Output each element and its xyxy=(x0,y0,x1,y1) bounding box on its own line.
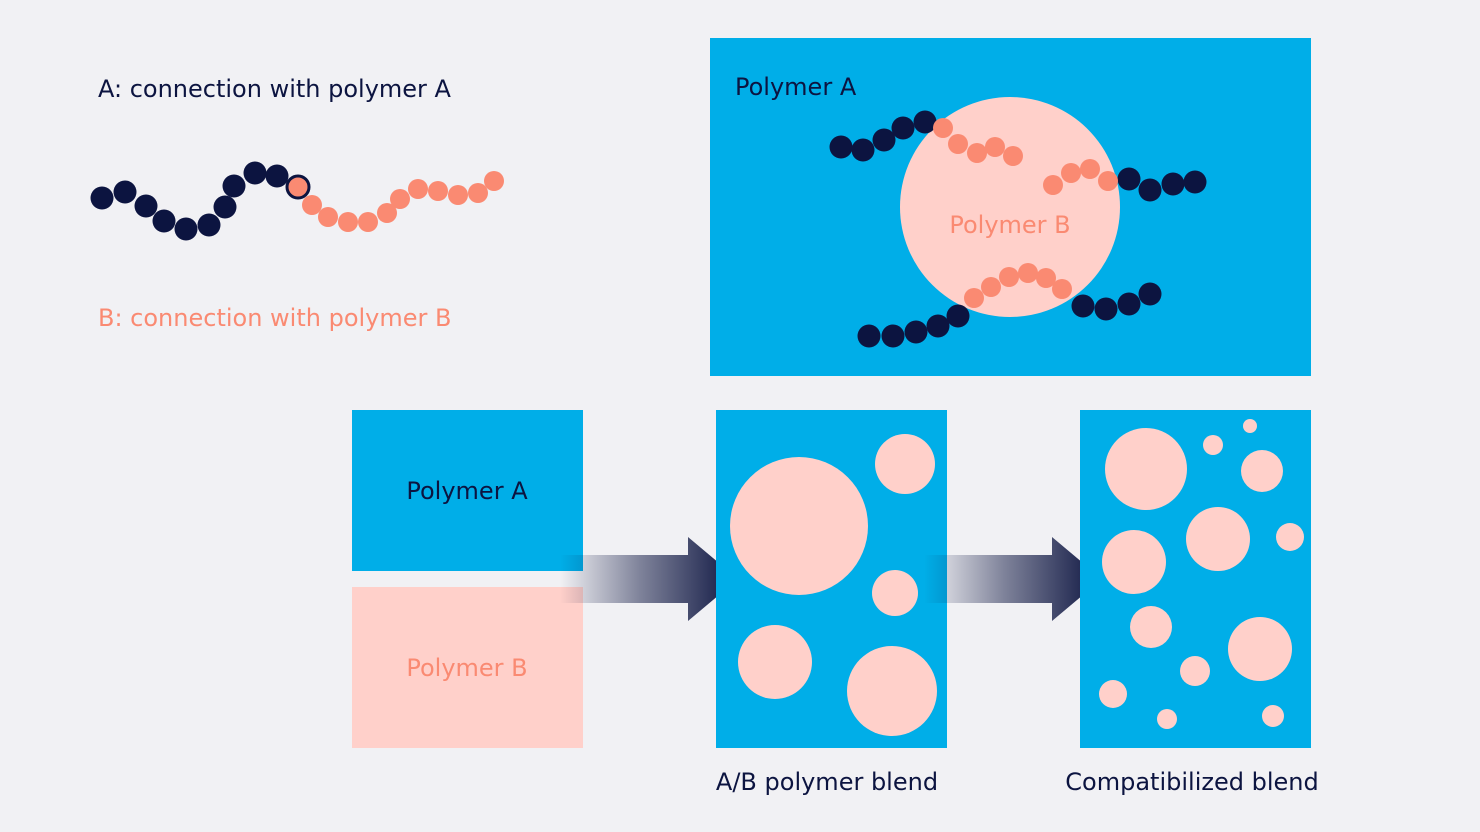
step3-droplets xyxy=(1099,419,1304,729)
monomer-b-bead xyxy=(428,181,448,201)
monomer-b-bead xyxy=(1061,163,1081,183)
step2-caption: A/B polymer blend xyxy=(716,768,938,796)
polymer-b-droplet xyxy=(1186,507,1250,571)
polymer-b-droplet xyxy=(872,570,918,616)
monomer-a-bead xyxy=(174,217,198,241)
step3-caption: Compatibilized blend xyxy=(1065,768,1318,796)
monomer-a-bead xyxy=(197,213,221,237)
monomer-a-bead xyxy=(1183,170,1207,194)
monomer-b-bead xyxy=(999,267,1019,287)
polymer-b-droplet xyxy=(1180,656,1210,686)
polymer-b-droplet xyxy=(1130,606,1172,648)
monomer-b-bead xyxy=(967,143,987,163)
monomer-b-bead xyxy=(1043,175,1063,195)
monomer-b-bead xyxy=(377,203,397,223)
monomer-a-bead xyxy=(904,320,928,344)
monomer-a-bead xyxy=(1071,294,1095,318)
monomer-a-bead xyxy=(851,138,875,162)
polymer-b-droplet xyxy=(875,434,935,494)
monomer-b-bead xyxy=(408,179,428,199)
monomer-a-bead xyxy=(857,324,881,348)
monomer-a-bead xyxy=(881,324,905,348)
monomer-b-bead xyxy=(1080,159,1100,179)
zoom-panel-polymer-a-label: Polymer A xyxy=(735,73,857,101)
polymer-b-droplet xyxy=(738,625,812,699)
monomer-a-bead xyxy=(213,195,237,219)
arrow-right-icon xyxy=(924,537,1102,621)
monomer-a-bead xyxy=(913,110,937,134)
monomer-a-bead xyxy=(243,161,267,185)
monomer-b-bead xyxy=(1003,146,1023,166)
step1-separate-polymers: Polymer A Polymer B xyxy=(352,410,583,748)
monomer-b-bead xyxy=(484,171,504,191)
monomer-b-bead xyxy=(1036,268,1056,288)
monomer-b-bead xyxy=(338,212,358,232)
monomer-a-bead xyxy=(134,194,158,218)
monomer-b-bead xyxy=(318,207,338,227)
monomer-b-bead xyxy=(390,189,410,209)
monomer-a-bead xyxy=(946,304,970,328)
monomer-a-bead xyxy=(113,180,137,204)
monomer-b-bead xyxy=(448,185,468,205)
monomer-b-bead xyxy=(358,212,378,232)
monomer-b-bead xyxy=(302,195,322,215)
monomer-a-bead xyxy=(1161,172,1185,196)
monomer-a-bead xyxy=(152,209,176,233)
monomer-a-bead xyxy=(1138,282,1162,306)
monomer-b-bead xyxy=(933,118,953,138)
polymer-b-droplet xyxy=(1241,450,1283,492)
monomer-a-bead xyxy=(926,314,950,338)
monomer-b-bead xyxy=(1018,263,1038,283)
polymer-b-droplet xyxy=(1102,530,1166,594)
monomer-a-bead xyxy=(1117,167,1141,191)
monomer-b-bead xyxy=(1052,279,1072,299)
polymer-b-droplet xyxy=(1228,617,1292,681)
monomer-b-bead xyxy=(1098,171,1118,191)
monomer-a-bead xyxy=(1117,292,1141,316)
monomer-a-bead xyxy=(829,135,853,159)
polymer-b-droplet xyxy=(1276,523,1304,551)
polymer-b-droplet xyxy=(730,457,868,595)
zoom-panel: Polymer A Polymer B xyxy=(710,38,1311,376)
step2-ab-polymer-blend: A/B polymer blend xyxy=(716,410,947,796)
step1-polymer-a-label: Polymer A xyxy=(406,477,528,505)
monomer-a-bead xyxy=(1138,178,1162,202)
step2-droplets xyxy=(730,434,937,736)
polymer-b-droplet xyxy=(1157,709,1177,729)
polymer-b-droplet xyxy=(1203,435,1223,455)
monomer-b-bead xyxy=(468,183,488,203)
monomer-b-bead xyxy=(948,134,968,154)
monomer-a-bead xyxy=(265,164,289,188)
polymer-b-droplet xyxy=(847,646,937,736)
step1-polymer-b-block xyxy=(352,587,583,748)
junction-bead xyxy=(285,174,311,200)
monomer-a-bead xyxy=(872,128,896,152)
monomer-a-bead xyxy=(891,116,915,140)
legend-block-copolymer-chain xyxy=(90,161,504,241)
monomer-a-bead xyxy=(1094,297,1118,321)
polymer-b-droplet xyxy=(1262,705,1284,727)
monomer-a-bead xyxy=(90,186,114,210)
polymer-b-droplet xyxy=(1243,419,1257,433)
zoom-panel-compatibilizer-chains xyxy=(829,110,1207,348)
polymer-b-droplet xyxy=(1099,680,1127,708)
monomer-b-bead xyxy=(985,137,1005,157)
zoom-panel-polymer-b-label: Polymer B xyxy=(949,211,1070,239)
step1-polymer-b-label: Polymer B xyxy=(406,654,527,682)
monomer-a-bead xyxy=(222,174,246,198)
arrow-right-icon xyxy=(560,537,738,621)
monomer-b-bead xyxy=(981,277,1001,297)
legend-a-text: A: connection with polymer A xyxy=(98,75,452,103)
step1-polymer-a-block xyxy=(352,410,583,571)
legend-b-text: B: connection with polymer B xyxy=(98,304,451,332)
polymer-b-droplet xyxy=(1105,428,1187,510)
monomer-b-bead xyxy=(964,288,984,308)
step3-compatibilized-blend: Compatibilized blend xyxy=(1065,410,1319,796)
